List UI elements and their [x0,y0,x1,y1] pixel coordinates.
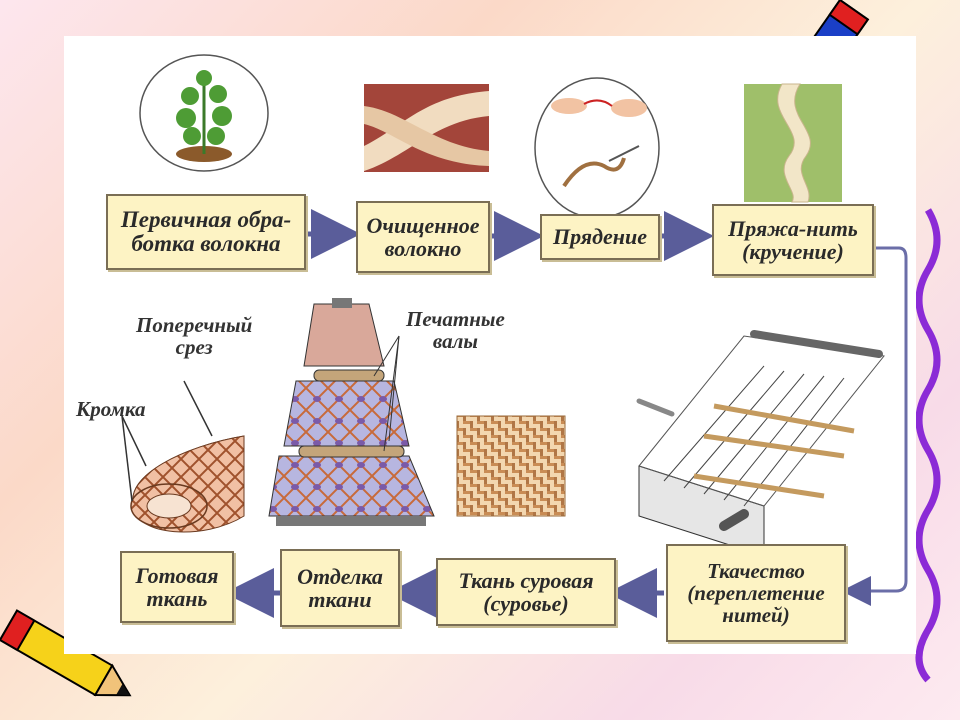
label-selvage: Кромка [76,397,146,421]
box-cleaned-fiber: Очищенное волокно [356,201,490,273]
label-cross-section: Поперечный срез [136,313,253,360]
box-finished-fabric: Готовая ткань [120,551,234,623]
loop-arrow-yarn-to-weaving [841,246,908,606]
box-spinning: Прядение [540,214,660,260]
box-weaving: Ткачество (переплетение нитей) [666,544,846,642]
spinning-illustration [534,77,660,219]
diagram-canvas [121,54,908,618]
box-raw-fabric: Ткань суровая (суровье) [436,558,616,626]
raw-fabric-swatch [456,415,566,517]
box-finishing: Отделка ткани [280,549,400,627]
loom-illustration [636,330,885,557]
fabric-roll-illustration [121,380,245,533]
yarn-illustration [744,83,842,203]
printing-machine-illustration [268,298,435,526]
box-yarn-thread: Пряжа-нить (кручение) [712,204,874,276]
label-print-rollers: Печатные валы [406,307,505,354]
box-primary-processing: Первичная обра- ботка волокна [106,194,306,270]
plant-illustration [139,54,269,172]
fiber-ribbon-illustration [364,84,489,172]
diagram-slide: Первичная обра- ботка волокна Очищенное … [64,36,916,654]
